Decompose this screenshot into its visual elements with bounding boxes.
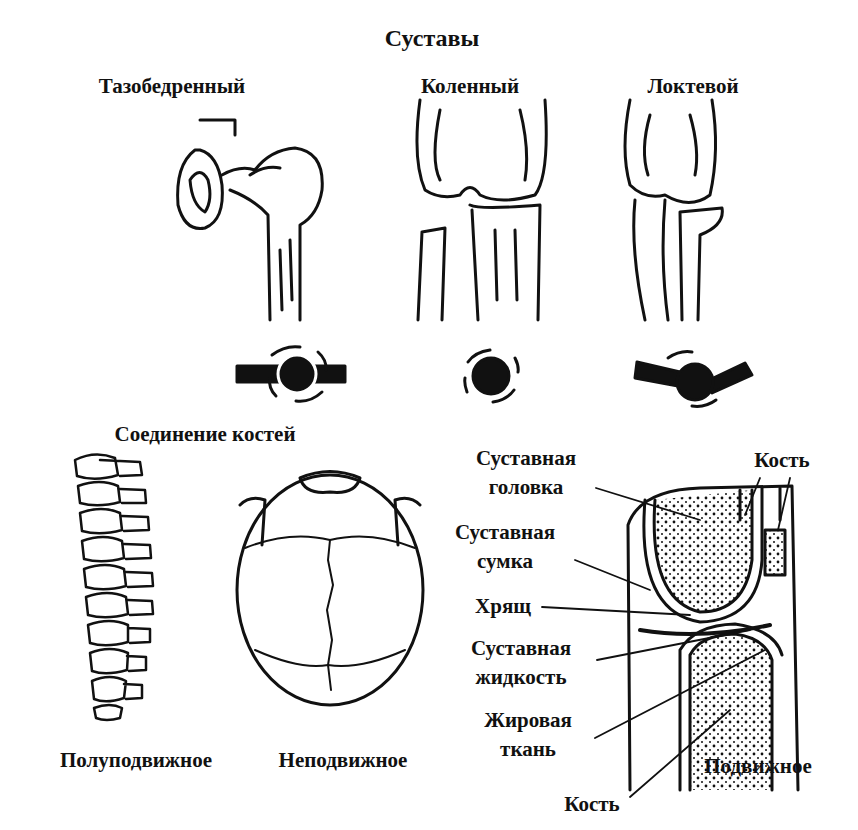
part-label: Суставная головка [446,444,606,503]
part-label: Кость [564,790,619,819]
joint-type: Неподвижное [279,746,408,775]
diagram-title: Суставы [385,22,479,56]
joint-name: Коленный [421,72,519,101]
joint-name: Локтевой [647,72,738,101]
joint-type: Полуподвижное [60,746,212,775]
part-label: Жировая ткань [458,706,598,765]
part-label: Суставная жидкость [446,634,596,693]
part-label: Хрящ [475,592,531,621]
section-heading: Соединение костей [114,420,295,449]
joint-name: Тазобедренный [99,72,245,101]
part-label: Кость [754,446,809,475]
part-label: Суставная сумка [430,518,580,577]
joint-type: Подвижное [704,752,811,781]
